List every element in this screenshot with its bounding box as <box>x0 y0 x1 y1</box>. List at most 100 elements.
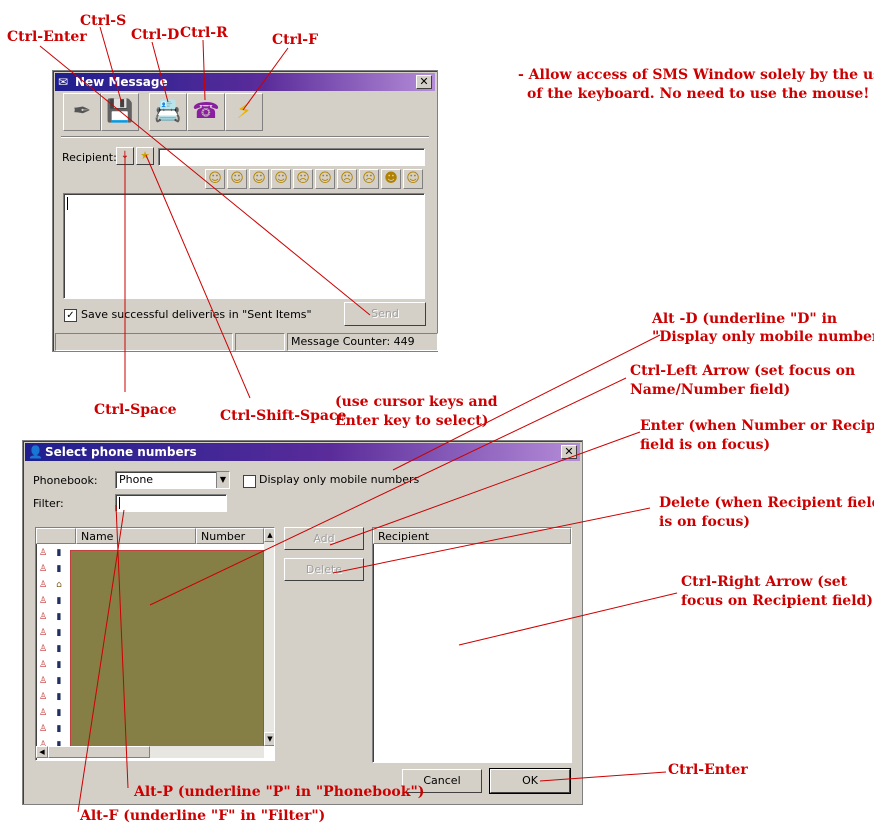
smiley-icon[interactable]: ☺ <box>271 169 291 189</box>
delete-button[interactable]: Delete <box>284 558 364 581</box>
annotation-alt-p: Alt-P (underline "P" in "Phonebook") <box>134 784 425 800</box>
contact-icon: ♙ <box>38 724 48 734</box>
home-icon: ⌂ <box>56 580 62 590</box>
contact-icon: ♙ <box>38 628 48 638</box>
annotation-ctrl-r: Ctrl-R <box>180 25 228 41</box>
close-button[interactable]: ✕ <box>561 445 577 459</box>
mobile-icon: ▮ <box>56 548 62 558</box>
message-counter: Message Counter: 449 <box>287 333 438 351</box>
smiley-icon[interactable]: ☹ <box>293 169 313 189</box>
recipient-input[interactable] <box>158 148 425 166</box>
annotation-ctrl-enter-top: Ctrl-Enter <box>7 29 87 45</box>
save-toolbar-button[interactable]: 💾 <box>101 93 139 131</box>
send-icon: ✒ <box>72 99 92 124</box>
annotation-alt-d-line2: "Display only mobile numbers") <box>652 329 874 345</box>
contact-icon: ♙ <box>38 660 48 670</box>
phonebook-icon: 📇 <box>154 99 182 124</box>
send-button[interactable]: Send <box>344 302 426 326</box>
annotation-alt-d-line1: Alt -D (underline "D" in <box>652 311 838 327</box>
mobile-icon: ▮ <box>56 564 62 574</box>
scroll-down-button[interactable]: ▼ <box>264 732 274 746</box>
contact-icon: ♙ <box>38 740 48 750</box>
new-message-titlebar[interactable]: ✉ New Message ✕ <box>55 73 435 91</box>
mobile-icon: ▮ <box>56 676 62 686</box>
smiley-icon[interactable]: ☺ <box>249 169 269 189</box>
mobile-icon: ▮ <box>56 644 62 654</box>
vertical-scrollbar[interactable]: ▲ ▼ <box>264 528 274 746</box>
column-header-icons <box>36 528 76 544</box>
phonebook-value: Phone <box>119 473 154 486</box>
message-textarea[interactable] <box>63 193 425 299</box>
lightning-icon: ⚡ <box>236 99 252 124</box>
cancel-button[interactable]: Cancel <box>402 769 482 793</box>
horizontal-scrollbar[interactable]: ◀ <box>36 746 264 758</box>
smiley-icon[interactable]: ☺ <box>205 169 225 189</box>
window-title: Select phone numbers <box>45 445 197 459</box>
recipient-list[interactable]: Recipient <box>372 527 572 763</box>
recipient-favorite-button[interactable]: ★ <box>136 147 154 165</box>
contact-icon: ♙ <box>38 580 48 590</box>
window-title: New Message <box>75 75 168 89</box>
column-header-number-text: Number <box>201 530 246 543</box>
recipient-label: Recipient: <box>62 151 117 164</box>
contacts-list[interactable]: Name Number ♙▮ ♙▮ ♙⌂ ♙▮ ♙▮ ♙▮ ♙▮ ♙▮ ♙▮ ♙… <box>35 527 275 761</box>
mobile-icon: ▮ <box>56 612 62 622</box>
add-button[interactable]: Add <box>284 527 364 550</box>
scroll-left-button[interactable]: ◀ <box>36 746 48 758</box>
envelope-icon: ✉ <box>58 75 69 89</box>
ok-button[interactable]: OK <box>489 768 571 794</box>
annotation-ctrl-s: Ctrl-S <box>80 13 127 29</box>
annotation-note-line1: - Allow access of SMS Window solely by t… <box>518 67 874 83</box>
text-cursor <box>67 197 68 210</box>
contact-icon: ♙ <box>38 708 48 718</box>
contact-icon: ♙ <box>38 596 48 606</box>
smiley-icon[interactable]: ☹ <box>337 169 357 189</box>
smiley-bar: ☺ ☺ ☺ ☺ ☹ ☺ ☹ ☹ ☻ ☺ <box>205 169 425 189</box>
annotation-alt-f: Alt-F (underline "F" in "Filter") <box>80 808 326 824</box>
message-counter-text: Message Counter: 449 <box>291 335 415 348</box>
mobile-icon: ▮ <box>56 692 62 702</box>
display-mobile-checkbox[interactable] <box>243 475 256 488</box>
smiley-icon[interactable]: ☺ <box>315 169 335 189</box>
scroll-up-button[interactable]: ▲ <box>264 528 274 542</box>
reply-toolbar-button[interactable]: ☎ <box>187 93 225 131</box>
annotation-ctrl-shift-space: Ctrl-Shift-Space <box>220 408 347 424</box>
contact-icon: ♙ <box>38 612 48 622</box>
close-button[interactable]: ✕ <box>416 75 432 89</box>
smiley-icon[interactable]: ☺ <box>227 169 247 189</box>
column-header-name[interactable]: Name <box>76 528 196 544</box>
annotation-cursor-line2: Enter key to select) <box>335 413 489 429</box>
recipient-column-header-text: Recipient <box>378 530 430 543</box>
phonebook-label: Phonebook: <box>33 474 98 487</box>
status-pane-2 <box>235 333 285 351</box>
save-checkbox[interactable]: ✓ <box>64 309 77 322</box>
column-header-number[interactable]: Number <box>196 528 264 544</box>
chevron-down-icon[interactable]: ▼ <box>216 472 229 488</box>
send-toolbar-button[interactable]: ✒ <box>63 93 101 131</box>
filter-label: Filter: <box>33 497 64 510</box>
annotation-ctrl-d: Ctrl-D <box>131 27 180 43</box>
smiley-icon[interactable]: ☹ <box>359 169 379 189</box>
phonebook-select[interactable]: Phone ▼ <box>115 471 230 489</box>
status-pane-1 <box>55 333 233 351</box>
filter-input[interactable] <box>115 494 227 512</box>
new-message-window: ✉ New Message ✕ ✒ 💾 📇 ☎ ⚡ Recipient: ↓ ★… <box>52 70 438 352</box>
reply-icon: ☎ <box>192 99 220 124</box>
smiley-icon[interactable]: ☻ <box>381 169 401 189</box>
text-cursor <box>119 497 120 509</box>
recipient-column-header[interactable]: Recipient <box>373 528 571 544</box>
smiley-icon[interactable]: ☺ <box>403 169 423 189</box>
lightning-toolbar-button[interactable]: ⚡ <box>225 93 263 131</box>
annotation-cursor-line1: (use cursor keys and <box>335 394 498 410</box>
recipient-picker-button[interactable]: ↓ <box>116 147 134 165</box>
annotation-delete-line2: is on focus) <box>659 514 751 530</box>
annotation-ctrl-space: Ctrl-Space <box>94 402 177 418</box>
save-icon: 💾 <box>106 99 134 124</box>
annotation-ctrl-f: Ctrl-F <box>272 32 319 48</box>
contact-icon: ♙ <box>38 692 48 702</box>
annotation-ctrl-enter-bottom: Ctrl-Enter <box>668 762 748 778</box>
select-phone-titlebar[interactable]: 👤 Select phone numbers ✕ <box>25 443 580 461</box>
save-label: Save successful deliveries in "Sent Item… <box>81 308 312 321</box>
scroll-thumb[interactable] <box>48 746 150 758</box>
phonebook-toolbar-button[interactable]: 📇 <box>149 93 187 131</box>
